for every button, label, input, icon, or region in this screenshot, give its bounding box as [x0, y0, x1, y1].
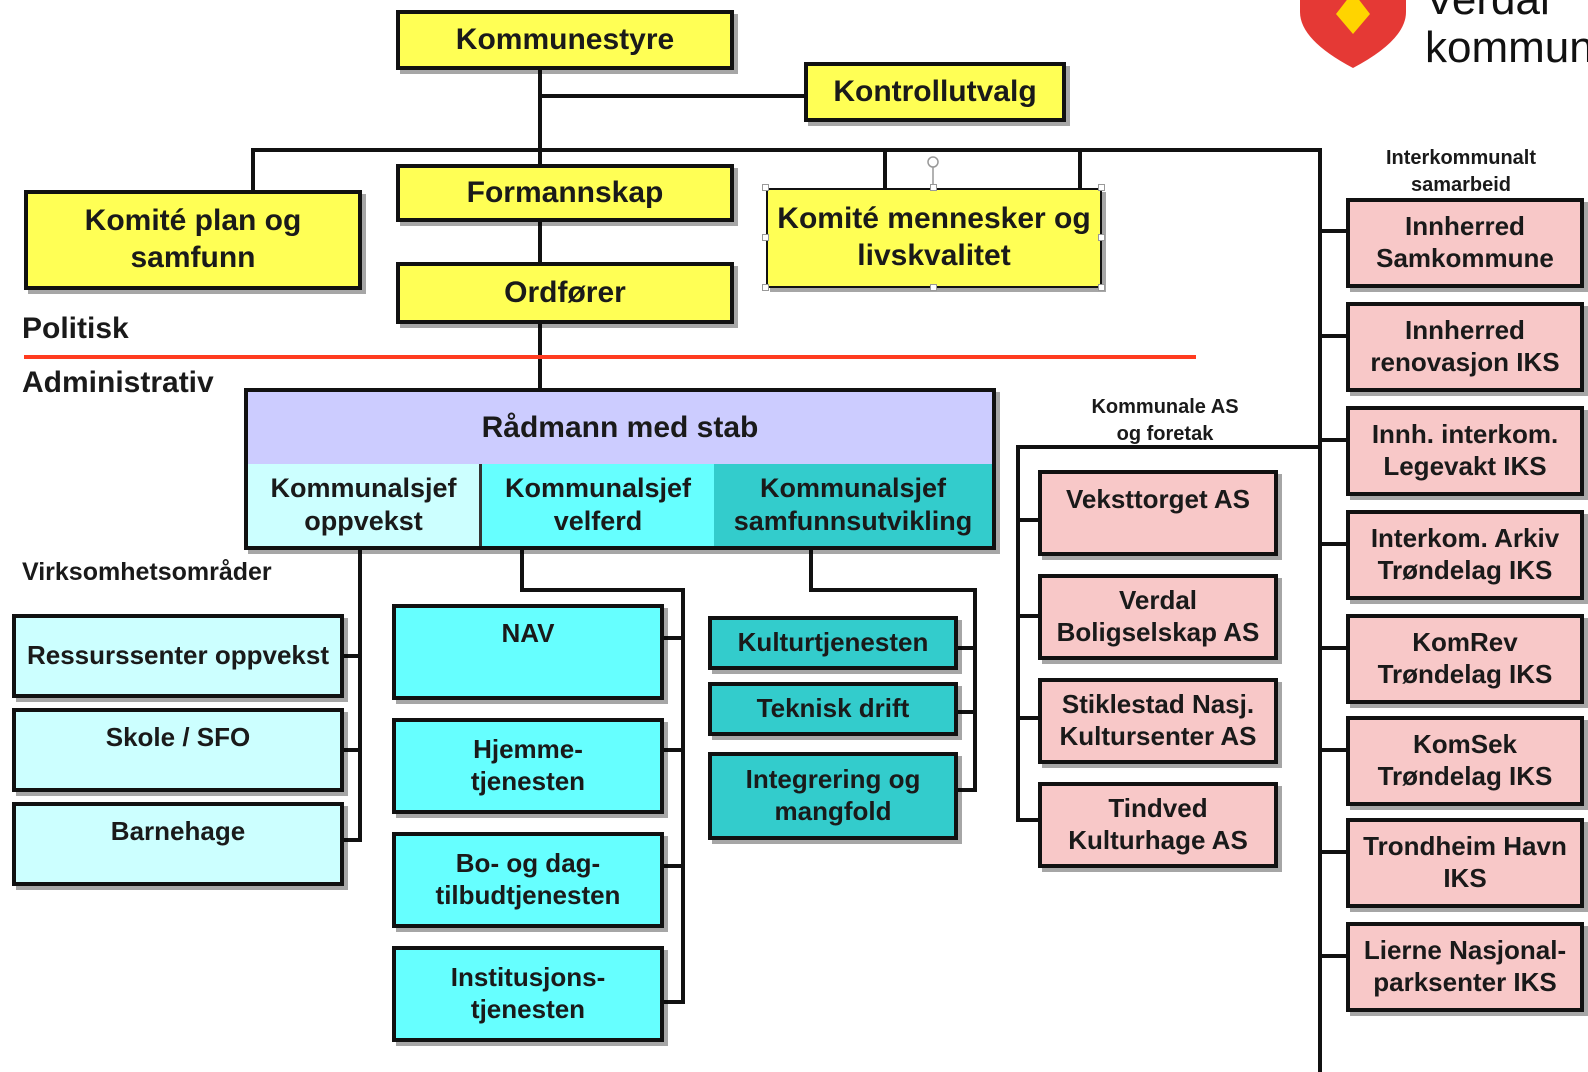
velferd-unit-label: Hjemme-tjenesten [470, 734, 586, 796]
kommunestyre-box[interactable]: Kommunestyre [396, 10, 734, 70]
selection-handle[interactable] [1098, 234, 1105, 241]
selection-handle[interactable] [1098, 284, 1105, 291]
velferd-unit-box[interactable]: Bo- og dag-tilbudtjenesten [392, 832, 664, 928]
kommunal-as-label: Verdal Boligselskap AS [1056, 585, 1260, 647]
oppvekst-unit-box[interactable]: Ressurssenter oppvekst [12, 614, 344, 698]
kommunal-as-label: Stiklestad Nasj. Kultursenter AS [1059, 689, 1257, 751]
kommunal-as-label: Veksttorget AS [1066, 484, 1250, 514]
interkommunalt-label-line1: Interkommunalt [1385, 147, 1537, 169]
velferd-unit-box[interactable]: Institusjons-tjenesten [392, 946, 664, 1042]
oppvekst-unit-label: Skole / SFO [105, 722, 251, 752]
interkommunalt-item-label: KomSek Trøndelag IKS [1377, 729, 1553, 791]
logo-text-line1: Verdal [1425, 0, 1588, 24]
formannskap-box[interactable]: Formannskap [396, 164, 734, 222]
velferd-unit-box[interactable]: Hjemme-tjenesten [392, 718, 664, 814]
oppvekst-unit-label: Ressurssenter oppvekst [26, 640, 330, 671]
komite-plan-box[interactable]: Komité plan og samfunn [24, 190, 362, 290]
samfunn-unit-box[interactable]: Teknisk drift [708, 682, 958, 736]
formannskap-label: Formannskap [466, 175, 664, 209]
kommunalsjef-velferd-label: Kommunalsjef velferd [504, 473, 692, 536]
ordforer-label: Ordfører [504, 275, 626, 309]
selection-handle[interactable] [762, 284, 769, 291]
interkommunalt-box[interactable]: KomRev Trøndelag IKS [1346, 614, 1584, 704]
interkommunalt-item-label: Interkom. Arkiv Trøndelag IKS [1370, 523, 1560, 585]
kommunal-as-box[interactable]: Verdal Boligselskap AS [1038, 574, 1278, 660]
komite-mennesker-label: Komité mennesker og livskvalitet [777, 202, 1091, 272]
logo-text: Verdal kommune [1425, 0, 1588, 71]
ordforer-box[interactable]: Ordfører [396, 262, 734, 324]
komite-plan-label: Komité plan og samfunn [84, 204, 302, 274]
selection-handle[interactable] [930, 284, 937, 291]
kommunalsjef-oppvekst-box[interactable]: Kommunalsjef oppvekst [248, 464, 482, 546]
kontrollutvalg-box[interactable]: Kontrollutvalg [804, 62, 1066, 122]
kommunalsjef-oppvekst-label: Kommunalsjef oppvekst [270, 473, 457, 536]
komite-mennesker-box[interactable]: Komité mennesker og livskvalitet [766, 188, 1102, 288]
interkommunalt-item-label: Innh. interkom. Legevakt IKS [1371, 419, 1559, 481]
shield-logo-icon [1300, 0, 1406, 68]
interkommunalt-label-line2: samarbeid [1410, 174, 1512, 196]
kommunalsjef-samfunn-label: Kommunalsjef samfunnsutvikling [733, 473, 973, 536]
kommunale-as-label-line1: Kommunale AS [1091, 396, 1239, 418]
interkommunalt-box[interactable]: KomSek Trøndelag IKS [1346, 716, 1584, 806]
kommunal-as-box[interactable]: Tindved Kulturhage AS [1038, 782, 1278, 868]
velferd-unit-box[interactable]: NAV [392, 604, 664, 700]
velferd-unit-label: Bo- og dag-tilbudtjenesten [435, 848, 621, 910]
samfunn-unit-box[interactable]: Kulturtjenesten [708, 616, 958, 670]
selection-handle[interactable] [762, 234, 769, 241]
kommunestyre-label: Kommunestyre [455, 22, 675, 56]
kommunale-as-label-line2: og foretak [1116, 423, 1214, 445]
oppvekst-unit-box[interactable]: Skole / SFO [12, 708, 344, 792]
interkommunalt-item-label: KomRev Trøndelag IKS [1377, 627, 1553, 689]
interkommunalt-box[interactable]: Trondheim Havn IKS [1346, 818, 1584, 908]
interkommunalt-item-label: Innherred Samkommune [1376, 211, 1554, 273]
samfunn-unit-label: Integrering og mangfold [745, 764, 921, 826]
oppvekst-unit-box[interactable]: Barnehage [12, 802, 344, 886]
kommunal-as-label: Tindved Kulturhage AS [1068, 793, 1248, 855]
interkommunalt-item-label: Innherred renovasjon IKS [1370, 315, 1560, 377]
kommunalsjef-velferd-box[interactable]: Kommunalsjef velferd [482, 464, 714, 546]
selection-handle[interactable] [762, 184, 769, 191]
selection-handle[interactable] [1098, 184, 1105, 191]
interkommunalt-box[interactable]: Innherred Samkommune [1346, 198, 1584, 288]
samfunn-unit-label: Kulturtjenesten [737, 627, 929, 658]
kommunale-as-label: Kommunale AS og foretak [1075, 394, 1255, 448]
interkommunalt-box[interactable]: Innherred renovasjon IKS [1346, 302, 1584, 392]
samfunn-unit-box[interactable]: Integrering og mangfold [708, 752, 958, 840]
interkommunalt-item-label: Lierne Nasjonal-parksenter IKS [1363, 935, 1567, 997]
interkommunalt-box[interactable]: Innh. interkom. Legevakt IKS [1346, 406, 1584, 496]
virksomhetsomrader-label: Virksomhetsområder [22, 558, 272, 586]
kommunal-as-box[interactable]: Veksttorget AS [1038, 470, 1278, 556]
kommunal-as-box[interactable]: Stiklestad Nasj. Kultursenter AS [1038, 678, 1278, 764]
radmann-label: Rådmann med stab [481, 410, 759, 444]
velferd-unit-label: Institusjons-tjenesten [450, 962, 606, 1024]
interkommunalt-box[interactable]: Lierne Nasjonal-parksenter IKS [1346, 922, 1584, 1012]
kommunalsjef-samfunn-box[interactable]: Kommunalsjef samfunnsutvikling [714, 464, 992, 546]
radmann-block: Rådmann med stab Kommunalsjef oppvekst K… [244, 388, 996, 550]
oppvekst-unit-label: Barnehage [110, 816, 246, 846]
samfunn-unit-label: Teknisk drift [756, 693, 910, 724]
logo-text-line2: kommune [1425, 22, 1588, 72]
kontrollutvalg-label: Kontrollutvalg [833, 74, 1037, 108]
interkommunalt-label: Interkommunalt samarbeid [1366, 145, 1556, 199]
velferd-unit-label: NAV [501, 618, 555, 648]
selection-handle[interactable] [930, 184, 937, 191]
interkommunalt-box[interactable]: Interkom. Arkiv Trøndelag IKS [1346, 510, 1584, 600]
administrativ-label: Administrativ [22, 366, 214, 399]
radmann-box[interactable]: Rådmann med stab [248, 392, 992, 464]
interkommunalt-item-label: Trondheim Havn IKS [1363, 831, 1567, 893]
politisk-label: Politisk [22, 312, 129, 345]
